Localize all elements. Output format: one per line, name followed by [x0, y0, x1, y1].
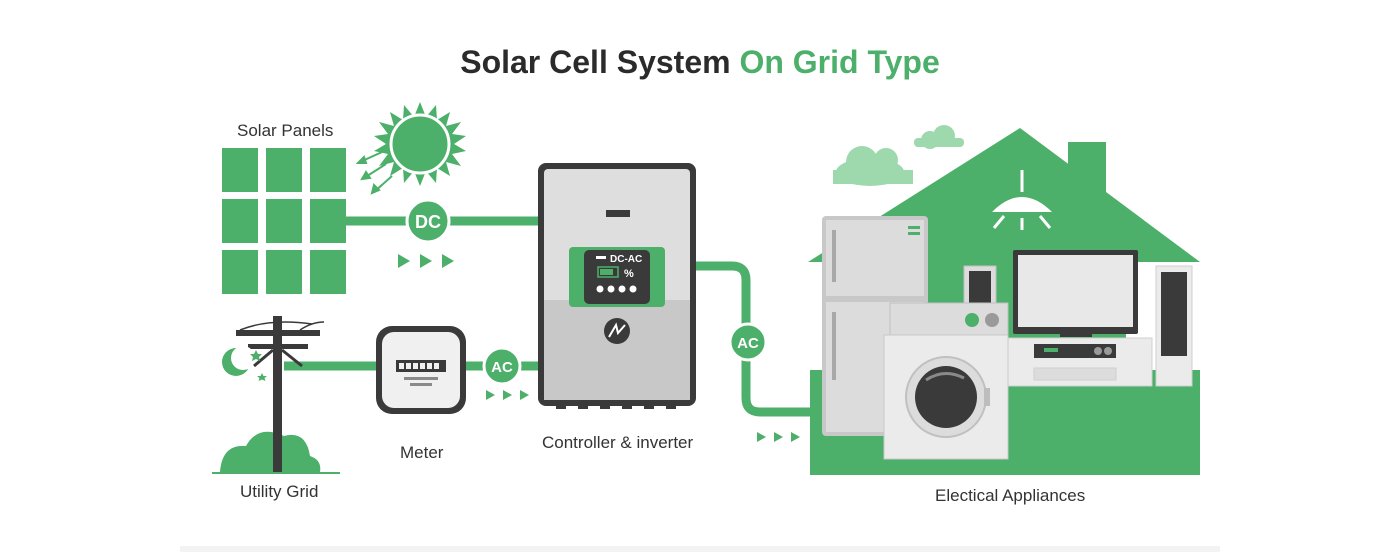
title-accent: On Grid Type — [739, 44, 940, 80]
svg-text:AC: AC — [491, 359, 513, 376]
moon-icon — [222, 346, 255, 376]
cloud-small-icon — [914, 125, 964, 149]
speaker-tall — [1155, 265, 1193, 387]
lamp-icon — [992, 170, 1052, 230]
electric-meter — [376, 326, 466, 414]
ac-meter-badge: AC — [482, 346, 522, 386]
dc-badge: DC — [405, 198, 451, 244]
cloud-icon — [833, 146, 913, 186]
ac-output-badge: AC — [728, 322, 768, 362]
house-chimney — [1068, 142, 1106, 202]
tv-stand — [1007, 337, 1153, 387]
svg-text:DC: DC — [415, 212, 441, 232]
controller-label: Controller & inverter — [542, 433, 694, 452]
svg-text:AC: AC — [737, 335, 759, 352]
star-icons — [250, 350, 267, 381]
inverter: DC-AC % — [538, 163, 696, 409]
bush-icon — [220, 431, 321, 472]
svg-text:DC-AC: DC-AC — [610, 254, 642, 265]
solar-panels-label: Solar Panels — [237, 121, 334, 140]
solar-panel-grid — [222, 148, 346, 294]
utility-grid — [212, 316, 340, 474]
meter-label: Meter — [400, 443, 444, 462]
sunlight-rays — [355, 151, 393, 195]
ground-shadow — [180, 546, 1220, 552]
title-main: Solar Cell System — [460, 44, 731, 80]
svg-text:%: % — [624, 268, 634, 280]
television — [1013, 250, 1138, 337]
battery-icon — [597, 266, 619, 278]
appliances-label: Electical Appliances — [935, 486, 1086, 505]
washing-machine — [883, 302, 1009, 460]
power-pole — [273, 316, 282, 472]
page-title: Solar Cell System On Grid Type — [0, 44, 1400, 81]
sun-icon — [374, 102, 466, 186]
flow-arrows — [398, 254, 800, 442]
utility-grid-label: Utility Grid — [240, 482, 319, 501]
